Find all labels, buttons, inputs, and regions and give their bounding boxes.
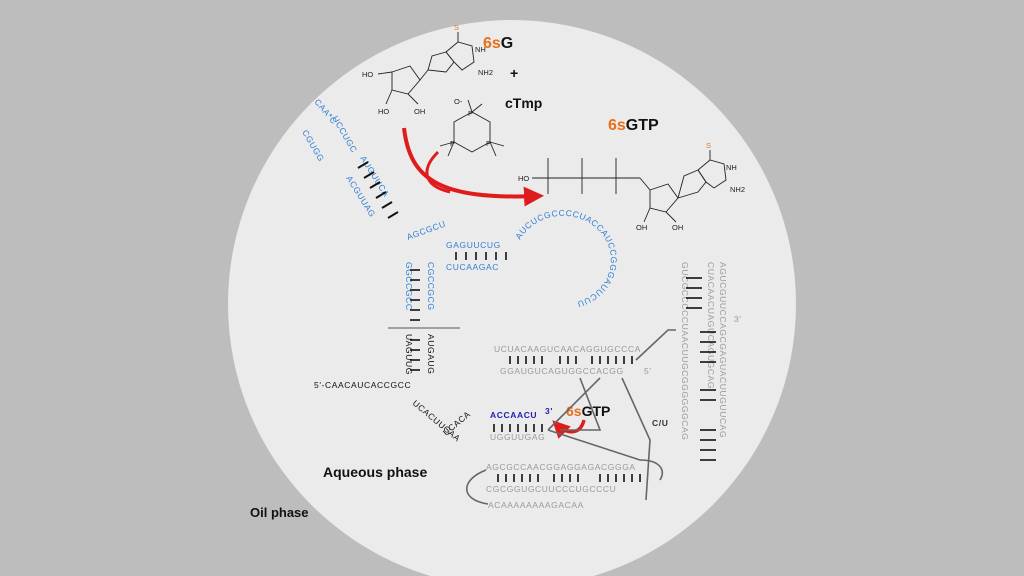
gtp-nh-atom: NH — [726, 163, 737, 172]
ribozyme-stem3-top: GAGUUCUG — [446, 240, 501, 250]
ribozyme-p1-right: CGCCGCG — [426, 262, 436, 311]
ribozyme-lower-left: UAGUUG — [404, 334, 414, 375]
ribozyme-p1-left: GGCCGCC — [404, 262, 414, 311]
template-top-strand: UCUACAAGUCAACAGGUGCCCA — [494, 344, 641, 354]
primer-three-prime: 3' — [545, 406, 553, 416]
template-right-three-prime: 3' — [734, 314, 742, 324]
incorporation-arrow — [552, 419, 586, 439]
six-s-gtp-label: 6sGTP — [608, 117, 659, 134]
ctmp-o-minus-top: O- — [454, 97, 463, 106]
template-middle-top: AGCGCCAACGGAGGAGACGGGA — [486, 462, 636, 472]
ctmp-p-left: P — [450, 139, 455, 148]
six-s-sulfur-atom: S — [454, 23, 459, 32]
plus-sign: + — [510, 65, 518, 81]
ribozyme-stem3-bottom: CUCAAGAC — [446, 262, 499, 272]
six-s-guanosine-structure — [377, 32, 475, 105]
gtp-sulfur-atom: S — [706, 141, 711, 150]
template-middle-bottom: CGCGGUGCUUCCCUGCCCU — [486, 484, 616, 494]
oil-phase-label: Oil phase — [250, 505, 309, 520]
template-product-strand: UGGUUGAG — [490, 432, 545, 442]
gtp-oh-left-atom: OH — [636, 223, 647, 232]
gtp-oh-right-atom: OH — [672, 223, 683, 232]
template-right-hairpin1: GUCGCCCCCUAACUUGCGGGGGGCAG — [680, 262, 690, 441]
six-s-oh-left-atom: HO — [378, 107, 389, 116]
six-s-ho-atom: HO — [362, 70, 373, 79]
template-bottom-strand: ACAAAAAAAAGACAA — [488, 500, 584, 510]
aqueous-phase-label: Aqueous phase — [323, 464, 427, 480]
six-s-gtp-structure — [532, 150, 727, 223]
six-s-oh-right-atom: OH — [414, 107, 425, 116]
six-s-g-label: 6sG — [483, 35, 513, 52]
gtp-ho-atom: HO — [518, 174, 529, 183]
ctmp-label: cTmp — [505, 95, 542, 111]
template-five-prime: 5' — [644, 366, 652, 376]
ctmp-p-right: P — [486, 139, 491, 148]
ctmp-p-top: P — [468, 109, 473, 118]
ctmp-structure — [439, 99, 505, 157]
aqueous-droplet — [228, 20, 796, 576]
template-blue-primer: ACCAACU — [490, 410, 537, 420]
gtp-nh2-atom: NH2 — [730, 185, 745, 194]
template-structure: UCUACAAGUCAACAGGUGCCCA GGAUGUCAGUGGCCACG… — [466, 262, 742, 510]
template-right-hairpin3: AGUCGUUCCAGCGAGUACUUGUUCAG — [718, 262, 728, 438]
five-prime-tail: 5'-CAACAUCACCGCC — [314, 380, 411, 390]
reaction-arrow-ctmp — [425, 150, 451, 194]
six-s-nh2-atom: NH2 — [478, 68, 493, 77]
reaction-arrow-main — [402, 127, 544, 207]
template-right-hairpin2: CUACAACUAGUCAGUGCAG — [706, 262, 716, 389]
template-top-bottom: GGAUGUCAGUGGCCACGG — [500, 366, 624, 376]
six-s-nh-atom: NH — [475, 45, 486, 54]
ribozyme-lower-right: AUGAUG — [426, 334, 436, 374]
cu-variant-label: C/U — [652, 418, 668, 428]
